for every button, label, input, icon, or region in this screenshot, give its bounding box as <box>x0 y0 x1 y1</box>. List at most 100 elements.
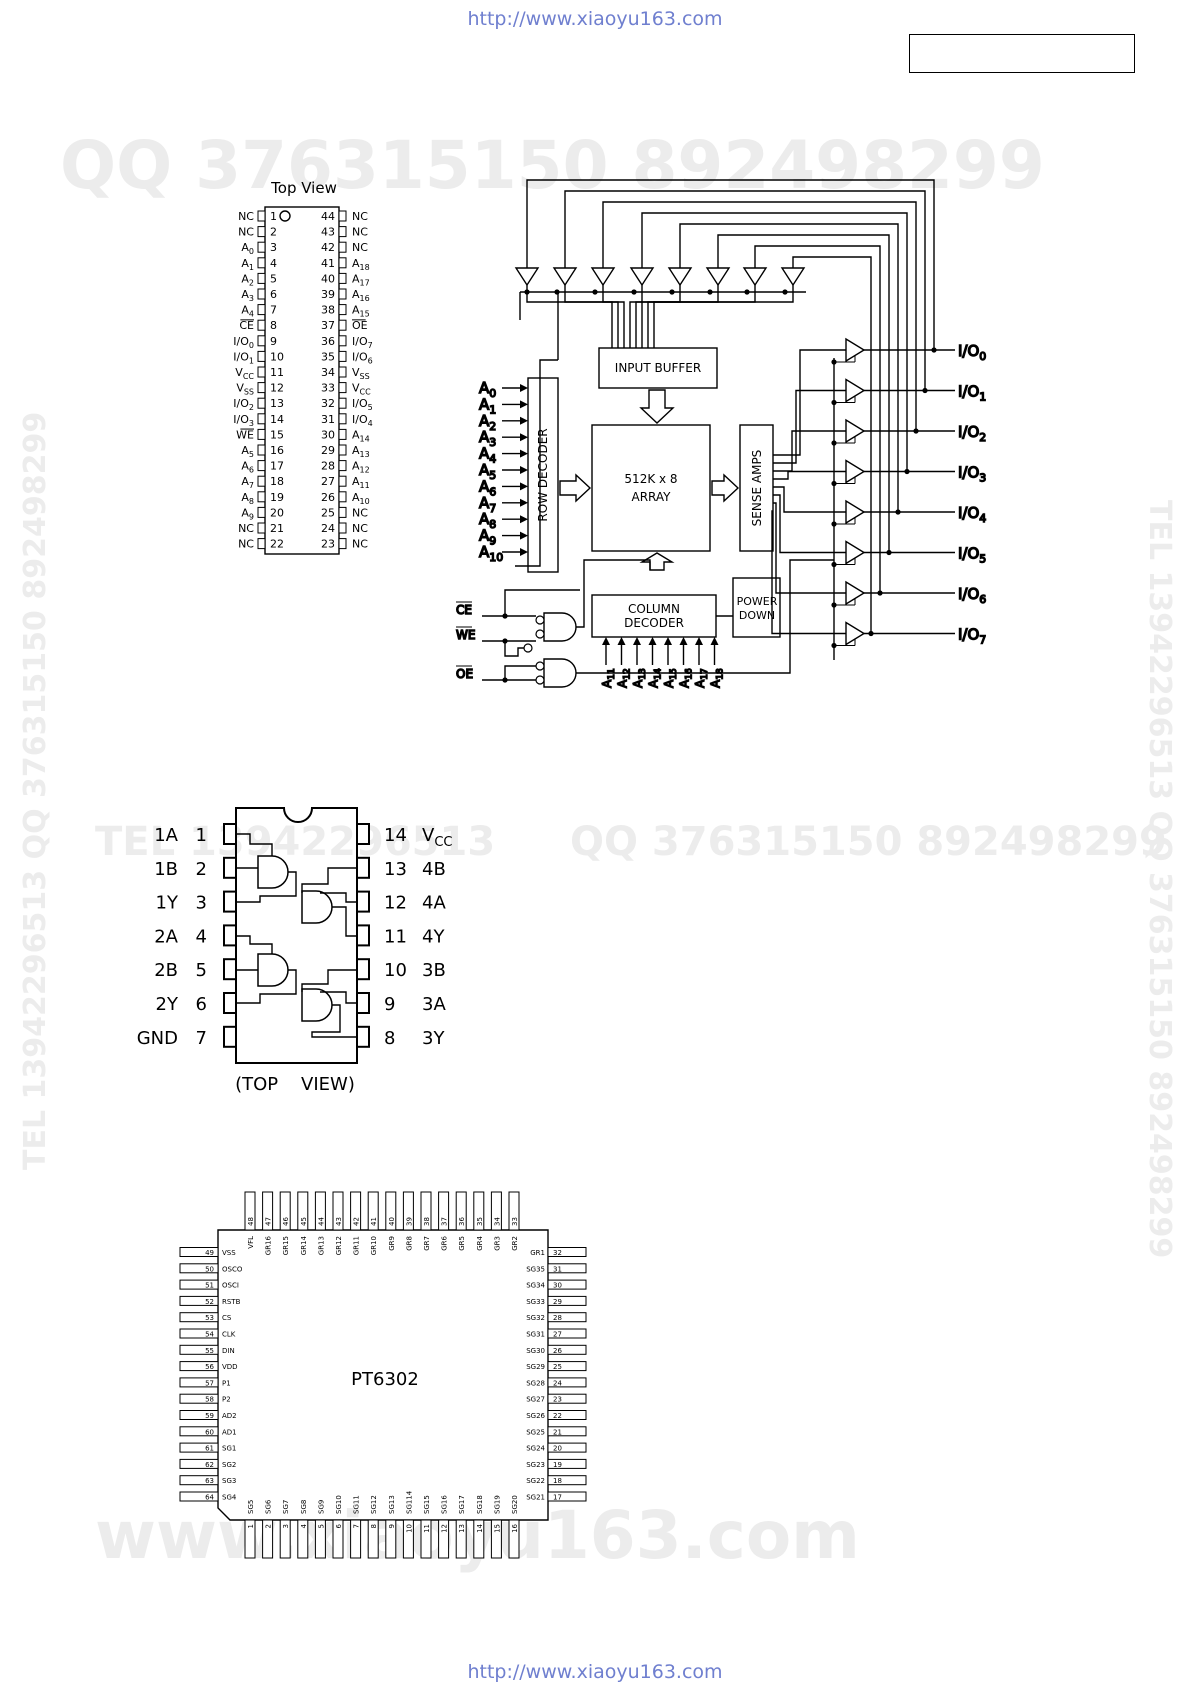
qfp-right-pin-pad <box>547 1361 587 1372</box>
buffer-to-inputbuffer-wire <box>653 285 794 348</box>
sram-pin-name: NC <box>352 241 368 254</box>
io-label: I/O5 <box>958 545 986 566</box>
sram-pin-number: 39 <box>321 288 335 301</box>
sram-pin-pad <box>257 335 266 347</box>
arrowhead <box>664 637 672 645</box>
header-url[interactable]: http://www.xiaoyu163.com <box>467 8 723 30</box>
output-buffer <box>845 459 866 484</box>
column-address-label: A11 <box>600 668 617 688</box>
sram-pin-number: 21 <box>270 522 284 535</box>
sram-pin-name: A8 <box>241 491 254 506</box>
qfp-pin-name: SG2 <box>222 1461 236 1469</box>
output-buffer <box>845 540 866 565</box>
qfp-top-pin-pad <box>508 1191 520 1231</box>
sram-pin-pad <box>257 491 266 503</box>
array-label-line1: 512K x 8 <box>624 472 677 486</box>
buffer-to-inputbuffer-wire <box>526 285 613 348</box>
qfp-left-pin-pad <box>179 1295 219 1306</box>
sram-pin-name: A7 <box>241 475 254 490</box>
qfp-pin-number: 5 <box>317 1524 325 1528</box>
gate-wire <box>332 906 357 937</box>
junction-dot <box>782 289 788 295</box>
sram-pin-name: NC <box>352 538 368 551</box>
sram-pinout: Top View 1NC2NC3A04A15A26A37A48CE9I/O010… <box>233 179 373 555</box>
qfp-pin-name: GR8 <box>405 1236 413 1251</box>
qfp-pin-name: CS <box>222 1314 232 1322</box>
qfp-pin-number: 17 <box>553 1494 562 1502</box>
sram-pin-pad <box>257 350 266 362</box>
sram-pinout-title: Top View <box>270 179 337 197</box>
row-address-label: A5 <box>479 461 496 482</box>
sram-pin-name: A9 <box>241 506 254 521</box>
qfp-pin-number: 13 <box>458 1524 466 1533</box>
qfp-bottom-pin-pad <box>350 1519 362 1559</box>
sram-pin-number: 34 <box>321 366 335 379</box>
sram-pin-number: 2 <box>270 226 277 239</box>
sram-pin-number: 44 <box>321 210 335 223</box>
qfp-right-pin-pad <box>547 1247 587 1257</box>
qfp-pin-name: SG11 <box>353 1495 361 1514</box>
qfp-pin-number: 20 <box>553 1445 562 1453</box>
sram-pin-pad <box>338 226 347 238</box>
qfp-pin-name: SG9 <box>317 1500 325 1514</box>
qfp-right-pin-pad <box>547 1426 587 1437</box>
qfp-bottom-pin-pad <box>332 1519 344 1559</box>
sram-pin-name: NC <box>238 210 254 223</box>
arrowhead <box>520 482 528 491</box>
qfp-bottom-pin-pad <box>490 1519 502 1559</box>
qfp-pin-number: 37 <box>441 1217 449 1226</box>
gate-ic-pin-name: 4B <box>422 859 446 880</box>
sram-pin-name: I/O1 <box>233 350 254 365</box>
qfp-pin-name: SG6 <box>265 1499 273 1514</box>
qfp-pin-name: DIN <box>222 1347 235 1355</box>
junction-dot <box>502 638 508 644</box>
sram-pin-number: 17 <box>270 460 284 473</box>
watermark-side-right: TEL 13942296513 QQ 376315150 892498299 <box>1142 500 1177 1258</box>
qfp-pin-number: 32 <box>553 1249 562 1257</box>
junction-dot <box>904 468 910 475</box>
qfp-pin-name: GR7 <box>423 1236 431 1251</box>
sram-pin-pad <box>257 475 266 487</box>
qfp-top-pin-pad <box>402 1191 414 1231</box>
qfp-top-pin-pad <box>262 1191 274 1231</box>
junction-dot <box>707 289 713 295</box>
power-down-label-line1: POWER <box>737 595 778 608</box>
sram-pin-pad <box>338 272 347 284</box>
gate-wire <box>236 969 297 1004</box>
junction-dot <box>922 387 928 394</box>
sram-pin-number: 30 <box>321 428 335 441</box>
qfp-pin-name: P2 <box>222 1396 231 1404</box>
sram-pin-number: 7 <box>270 304 277 317</box>
footer-url[interactable]: http://www.xiaoyu163.com <box>467 1661 723 1683</box>
io-feedback-wire <box>602 201 917 431</box>
sram-pin-number: 20 <box>270 506 284 519</box>
qfp-bottom-pin-pad <box>367 1519 379 1559</box>
gate-wire <box>236 871 297 903</box>
control-wire <box>504 641 524 657</box>
qfp-pin-name: GR10 <box>370 1236 378 1255</box>
qfp-right-pin-pad <box>547 1442 587 1453</box>
qfp-pin-number: 14 <box>476 1523 484 1532</box>
sram-pin-pad <box>257 382 266 394</box>
sram-pin-pad <box>257 428 266 440</box>
block-diagram: INPUT BUFFER ROW DECODER 512K x 8 ARRAY … <box>455 179 987 689</box>
input-buffer <box>514 267 540 287</box>
gate-wire <box>311 1004 357 1038</box>
qfp-bottom-pin-pad <box>244 1519 256 1559</box>
sram-pin-name: I/O6 <box>352 350 373 365</box>
coldec-to-array-arrow <box>639 552 675 571</box>
qfp-pin-name: SG35 <box>526 1265 545 1273</box>
sram-pin-name: A11 <box>352 475 370 490</box>
qfp-pin-number: 33 <box>511 1217 519 1226</box>
row-address-label: A6 <box>479 477 496 498</box>
output-buffer <box>845 378 866 403</box>
junction-dot <box>913 428 919 434</box>
gate-ic-pin-name: 3B <box>422 960 446 981</box>
sram-pin-pad <box>257 226 266 238</box>
qfp-pin-number: 57 <box>205 1379 214 1387</box>
gate-ic-pin-name: 3A <box>422 994 446 1015</box>
gate-ic-pin-number: 2 <box>196 859 207 880</box>
arrowhead <box>520 400 528 409</box>
